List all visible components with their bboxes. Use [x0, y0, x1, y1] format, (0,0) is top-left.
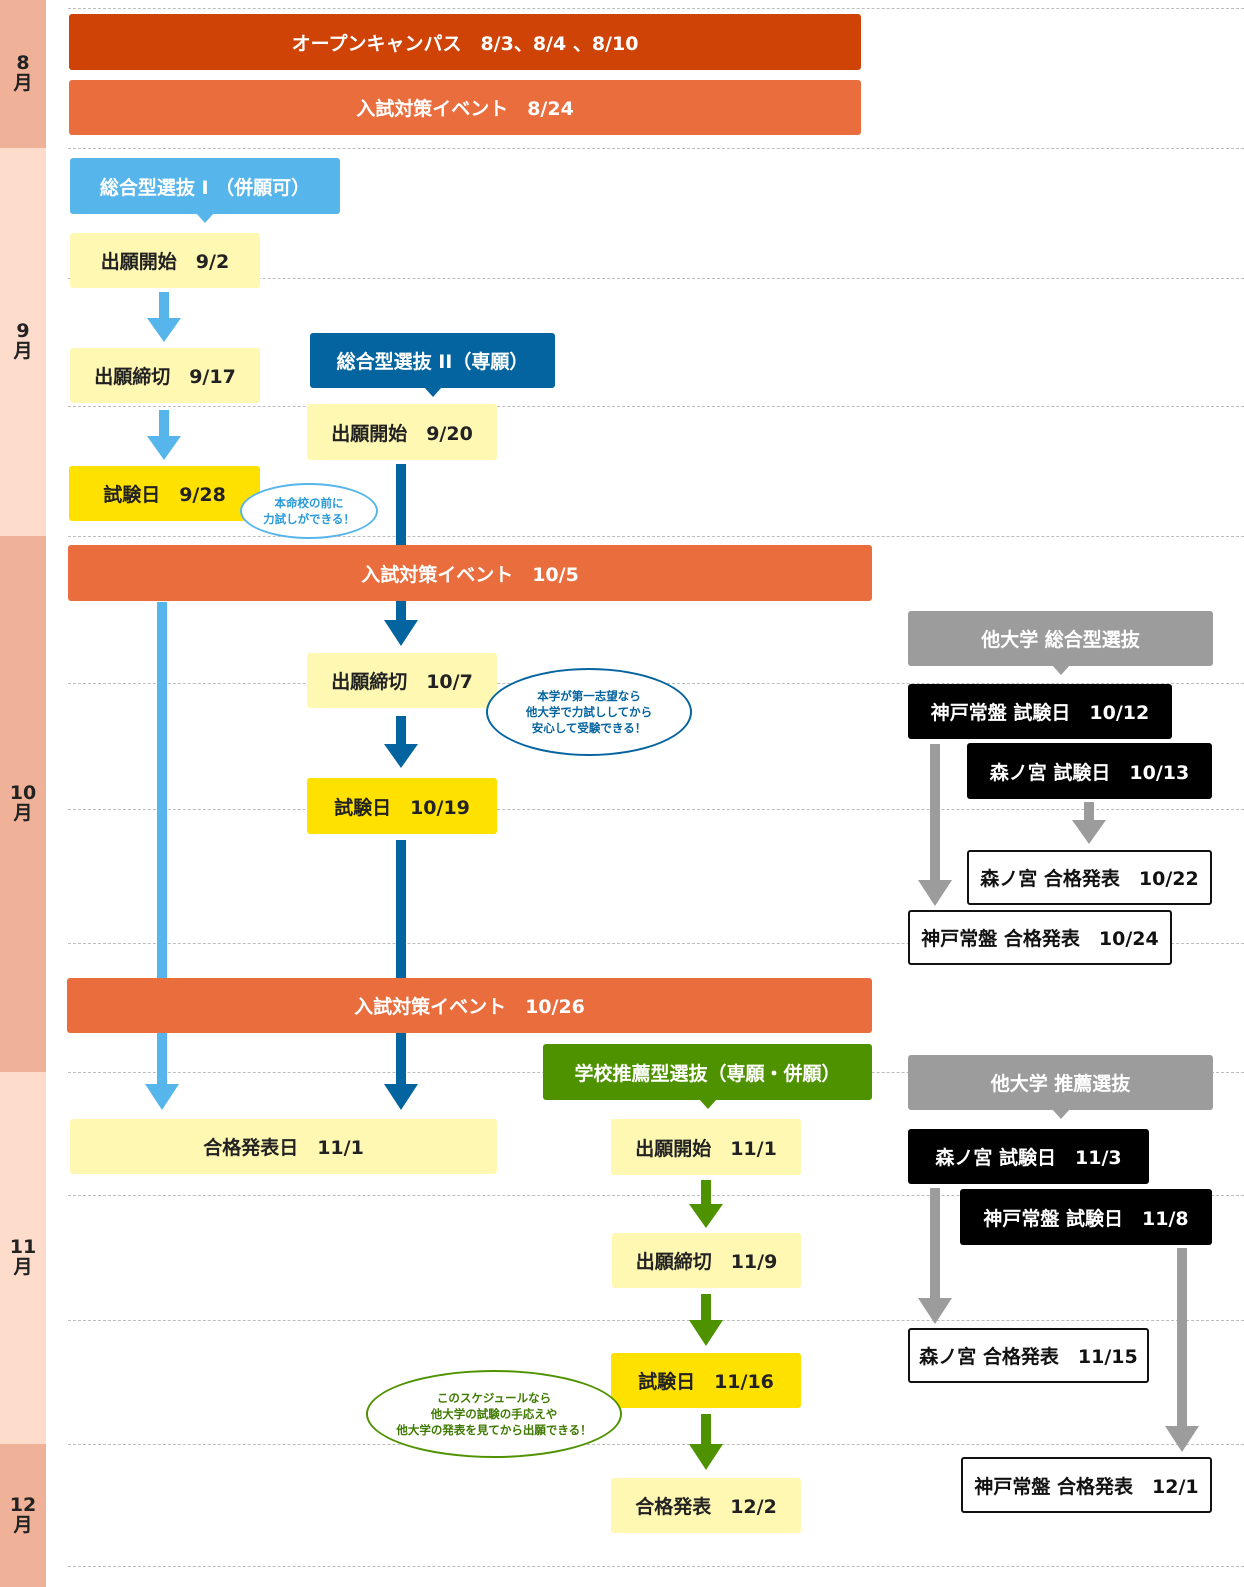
other-sogo-morinomiya-exam: 森ノ宮 試験日 10/13 [967, 743, 1212, 799]
month-september: 9 月 [0, 148, 46, 536]
green-arrowhead-2 [689, 1320, 723, 1346]
month-number: 9 [16, 320, 30, 343]
bubble-line: 力試しができる！ [263, 512, 355, 526]
bubble-line: 他大学で力試ししてから [525, 704, 653, 719]
other-suisen-header: 他大学 推薦選抜 [908, 1055, 1213, 1119]
prep-event-bar-0824: 入試対策イベント 8/24 [69, 80, 861, 135]
sky-arrowhead-1 [147, 318, 181, 342]
navy-arrowhead-3 [384, 1084, 418, 1110]
month-november: 11 月 [0, 1072, 46, 1444]
bubble-line: 他大学の試験の手応えや [430, 1406, 558, 1421]
bubble-line: 本命校の前に [274, 495, 344, 510]
row-divider [68, 406, 1244, 407]
suisen-apply-end: 出願締切 11/9 [612, 1233, 801, 1288]
other-suisen-morinomiya-exam: 森ノ宮 試験日 11/3 [908, 1129, 1149, 1184]
other-sogo-morinomiya-result: 森ノ宮 合格発表 10/22 [967, 850, 1212, 905]
other-suisen-morinomiya-result: 森ノ宮 合格発表 11/15 [908, 1328, 1149, 1383]
suisen-header: 学校推薦型選抜（専願・併願） [543, 1044, 872, 1109]
row-divider [68, 943, 1244, 944]
suisen-apply-start: 出願開始 11/1 [611, 1119, 801, 1175]
bubble-line: 安心して受験できる！ [531, 721, 647, 736]
month-number: 8 [16, 52, 30, 75]
suisen-speech-bubble: このスケジュールなら 他大学の試験の手応えや 他大学の発表を見てから出願できる！ [366, 1370, 622, 1458]
open-campus-bar: オープンキャンパス 8/3、8/4 、8/10 [69, 14, 861, 70]
gray-arrowhead-kobe-2 [1165, 1426, 1199, 1452]
prep-event-bar-1026: 入試対策イベント 10/26 [67, 978, 872, 1033]
month-unit: 月 [13, 340, 33, 362]
prep-event-bar-1005: 入試対策イベント 10/5 [68, 545, 872, 601]
navy-arrowhead-2 [384, 744, 418, 768]
sogo2-speech-bubble: 本学が第一志望なら 他大学で力試ししてから 安心して受験できる！ [486, 668, 692, 756]
sogo1-header: 総合型選抜 I （併願可） [70, 158, 340, 223]
sogo2-exam: 試験日 10/19 [307, 778, 497, 834]
bubble-line: このスケジュールなら [436, 1390, 552, 1405]
sogo-result-1101: 合格発表日 11/1 [70, 1119, 497, 1174]
bubble-line: 本学が第一志望なら [537, 688, 641, 703]
month-unit: 月 [13, 1256, 33, 1278]
row-divider [68, 278, 1244, 279]
other-sogo-header: 他大学 総合型選抜 [908, 611, 1213, 675]
other-suisen-kobe-exam: 神戸常盤 試験日 11/8 [960, 1189, 1212, 1245]
sogo1-exam: 試験日 9/28 [69, 466, 260, 521]
row-divider [68, 1320, 1244, 1321]
sogo1-speech-bubble: 本命校の前に 力試しができる！ [240, 483, 378, 539]
row-divider [68, 148, 1244, 149]
sogo1-apply-start: 出願開始 9/2 [70, 233, 260, 288]
row-divider [68, 809, 1244, 810]
row-divider [68, 1566, 1244, 1567]
other-suisen-kobe-result: 神戸常盤 合格発表 12/1 [961, 1457, 1212, 1513]
sogo2-header: 総合型選抜 II（専願） [310, 333, 555, 397]
sky-arrowhead-3 [145, 1084, 179, 1110]
row-divider [68, 8, 1244, 9]
green-arrowhead-3 [689, 1444, 723, 1470]
navy-arrowhead-1 [384, 620, 418, 646]
other-sogo-kobe-result: 神戸常盤 合格発表 10/24 [908, 910, 1172, 965]
sogo2-apply-start: 出願開始 9/20 [307, 404, 497, 460]
suisen-exam: 試験日 11/16 [611, 1353, 801, 1408]
month-number: 10 [9, 782, 37, 805]
sogo2-apply-end: 出願締切 10/7 [307, 653, 497, 708]
bubble-line: 他大学の発表を見てから出願できる！ [396, 1423, 592, 1438]
gray-arrowhead-mori-1 [1072, 820, 1106, 844]
gray-arrowhead-kobe-1 [918, 880, 952, 906]
month-unit: 月 [13, 802, 33, 824]
month-number: 11 [9, 1236, 37, 1259]
suisen-result: 合格発表 12/2 [611, 1478, 801, 1533]
other-sogo-kobe-exam: 神戸常盤 試験日 10/12 [908, 684, 1172, 739]
gray-arrowhead-mori-2 [918, 1298, 952, 1324]
month-unit: 月 [13, 1513, 33, 1536]
month-number: 12 [9, 1493, 37, 1516]
row-divider [68, 1195, 1244, 1196]
sogo1-apply-end: 出願締切 9/17 [70, 348, 260, 403]
month-august: 8 月 [0, 0, 46, 148]
month-unit: 月 [13, 72, 33, 94]
green-arrowhead-1 [689, 1204, 723, 1228]
sky-arrowhead-2 [147, 436, 181, 460]
month-october: 10 月 [0, 536, 46, 1072]
row-divider [68, 1444, 1244, 1445]
row-divider [68, 536, 1244, 537]
month-december: 12 月 [0, 1444, 46, 1587]
